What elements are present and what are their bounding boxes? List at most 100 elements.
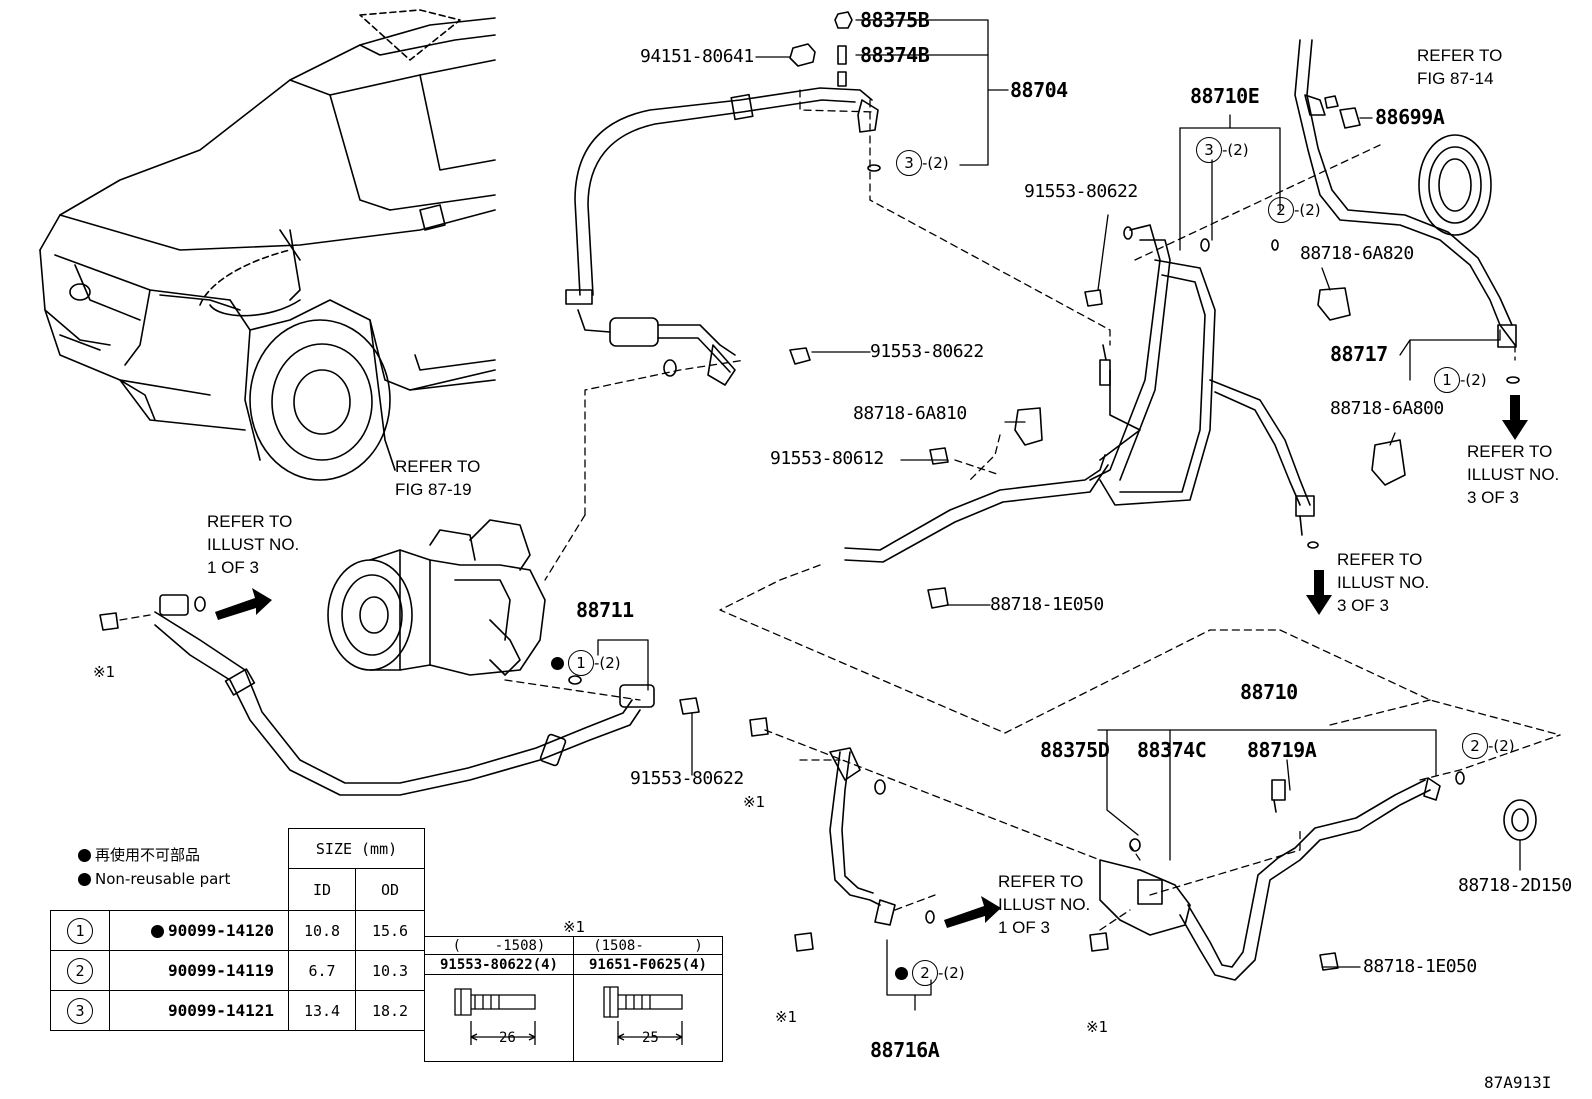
part-label-88710E[interactable]: 88710E xyxy=(1190,84,1260,108)
bolt-col2-part[interactable]: 91651-F0625(4) xyxy=(573,954,723,975)
non-reusable-dot xyxy=(551,657,564,670)
callout-number: 2 xyxy=(1268,197,1294,223)
part-label-91553-80622[interactable]: 91553-80622 xyxy=(1024,181,1138,202)
callout-3-88710E: 3-(2) xyxy=(1196,137,1249,163)
bolt-col1-part[interactable]: 91553-80622(4) xyxy=(424,954,574,975)
callout-qty: -(2) xyxy=(1460,371,1487,389)
od-value: 10.3 xyxy=(355,950,425,991)
callout-2-88710E: 2-(2) xyxy=(1268,197,1321,223)
note-mark-1: ※1 xyxy=(775,1008,798,1026)
row-number: 2 xyxy=(67,957,93,984)
legend-jp-text: 再使用不可部品 xyxy=(95,846,201,864)
part-label-91553-80622[interactable]: 91553-80622 xyxy=(630,768,744,789)
part-label-88717[interactable]: 88717 xyxy=(1330,342,1388,366)
callout-number: 2 xyxy=(912,960,938,986)
od-value: 18.2 xyxy=(355,990,425,1031)
hose-88711 xyxy=(154,594,655,796)
bolt-2-drawing xyxy=(603,986,683,1045)
part-label-88711[interactable]: 88711 xyxy=(576,598,634,622)
bolt-table-title: ※1 xyxy=(563,918,586,936)
callout-number: 1 xyxy=(568,650,594,676)
part-label-88718-1E050[interactable]: 88718-1E050 xyxy=(990,594,1104,615)
part-label-88374B[interactable]: 88374B xyxy=(860,43,930,67)
callout-qty: -(2) xyxy=(922,154,949,172)
callout-qty: -(2) xyxy=(938,964,965,982)
part-label-88704[interactable]: 88704 xyxy=(1010,78,1068,102)
bolt-col1-range: ( -1508) xyxy=(424,936,574,955)
part-label-88718-6A820[interactable]: 88718-6A820 xyxy=(1300,243,1414,264)
od-value: 15.6 xyxy=(355,910,425,951)
part-label-88718-6A800[interactable]: 88718-6A800 xyxy=(1330,398,1444,419)
size-header: SIZE (mm) xyxy=(288,828,425,869)
part-label-88374C[interactable]: 88374C xyxy=(1137,738,1207,762)
row-number: 3 xyxy=(67,997,93,1024)
part-label-88375B[interactable]: 88375B xyxy=(860,8,930,32)
part-label-88718-2D150[interactable]: 88718-2D150 xyxy=(1458,875,1572,896)
bolt-col2-range: (1508- ) xyxy=(573,936,723,955)
note-mark-1: ※1 xyxy=(1086,1018,1109,1036)
tube-88717 xyxy=(1294,39,1517,348)
callout-2-88710: 2-(2) xyxy=(1462,733,1515,759)
bolt-2-cell: 25 xyxy=(573,974,723,1062)
part-label-94151-80641[interactable]: 94151-80641 xyxy=(640,46,754,67)
callout-qty: -(2) xyxy=(1488,737,1515,755)
refer-illust-3-of-3[interactable]: REFER TO ILLUST NO. 3 OF 3 xyxy=(1467,442,1560,507)
part-label-88699A[interactable]: 88699A xyxy=(1375,105,1445,129)
tube-88710E xyxy=(844,224,1315,563)
size-col-od: OD xyxy=(355,868,425,911)
part-label-88718-1E050[interactable]: 88718-1E050 xyxy=(1363,956,1477,977)
table-row: 3 90099-14121 13.4 18.2 xyxy=(50,990,425,1031)
refer-fig-87-14[interactable]: REFER TO FIG 87-14 xyxy=(1417,46,1503,88)
bolt-table: ( -1508) (1508- ) 91553-80622(4) 91651-F… xyxy=(424,936,723,1062)
note-mark-1: ※1 xyxy=(743,793,766,811)
table-row: 1 90099-14120 10.8 15.6 xyxy=(50,910,425,951)
callout-2-88716A: 2-(2) xyxy=(895,960,965,986)
callout-qty: -(2) xyxy=(1222,141,1249,159)
tube-88716A xyxy=(829,747,896,926)
part-number[interactable]: 90099-14120 xyxy=(168,921,274,940)
part-label-88716A[interactable]: 88716A xyxy=(870,1038,940,1062)
callout-1-88711: 1-(2) xyxy=(551,650,621,676)
non-reusable-dot xyxy=(78,849,91,862)
part-number[interactable]: 90099-14119 xyxy=(109,950,289,991)
callout-number: 3 xyxy=(896,150,922,176)
callout-number: 2 xyxy=(1462,733,1488,759)
id-value: 6.7 xyxy=(288,950,356,991)
dashed-lines xyxy=(119,89,1561,931)
arrows xyxy=(215,395,1528,928)
table-row: 2 90099-14119 6.7 10.3 xyxy=(50,950,425,991)
figure-id: 87A913I xyxy=(1484,1073,1552,1092)
callout-1-88717: 1-(2) xyxy=(1434,367,1487,393)
callout-qty: -(2) xyxy=(1294,201,1321,219)
legend-jp: 再使用不可部品 xyxy=(78,848,200,863)
tube-88710 xyxy=(1099,777,1441,981)
refer-fig-87-19[interactable]: REFER TO FIG 87-19 xyxy=(395,457,481,499)
compressor xyxy=(327,519,546,676)
refer-illust-1-of-3[interactable]: REFER TO ILLUST NO. 1 OF 3 xyxy=(207,512,300,577)
size-col-id: ID xyxy=(288,868,356,911)
refer-illust-1-of-3[interactable]: REFER TO ILLUST NO. 1 OF 3 xyxy=(998,872,1091,937)
vehicle-illustration xyxy=(39,9,496,481)
leader-lines xyxy=(597,19,1521,1011)
hose-88704 xyxy=(565,87,879,386)
note-mark-1: ※1 xyxy=(93,663,116,681)
callout-number: 3 xyxy=(1196,137,1222,163)
refer-illust-3-of-3[interactable]: REFER TO ILLUST NO. 3 OF 3 xyxy=(1337,550,1430,615)
part-label-91553-80622[interactable]: 91553-80622 xyxy=(870,341,984,362)
id-value: 10.8 xyxy=(288,910,356,951)
bolt-2-length: 25 xyxy=(642,1030,659,1046)
non-reusable-dot xyxy=(895,967,908,980)
part-label-88710[interactable]: 88710 xyxy=(1240,680,1298,704)
part-label-88375D[interactable]: 88375D xyxy=(1040,738,1110,762)
bolt-1-length: 26 xyxy=(499,1030,516,1046)
part-label-88718-6A810[interactable]: 88718-6A810 xyxy=(853,403,967,424)
bolt-1-cell: 26 xyxy=(424,974,574,1062)
part-label-91553-80612[interactable]: 91553-80612 xyxy=(770,448,884,469)
non-reusable-dot xyxy=(151,925,165,938)
callout-number: 1 xyxy=(1434,367,1460,393)
part-number[interactable]: 90099-14121 xyxy=(109,990,289,1031)
id-value: 13.4 xyxy=(288,990,356,1031)
callout-3-88704: 3-(2) xyxy=(896,150,949,176)
part-label-88719A[interactable]: 88719A xyxy=(1247,738,1317,762)
callout-qty: -(2) xyxy=(594,654,621,672)
